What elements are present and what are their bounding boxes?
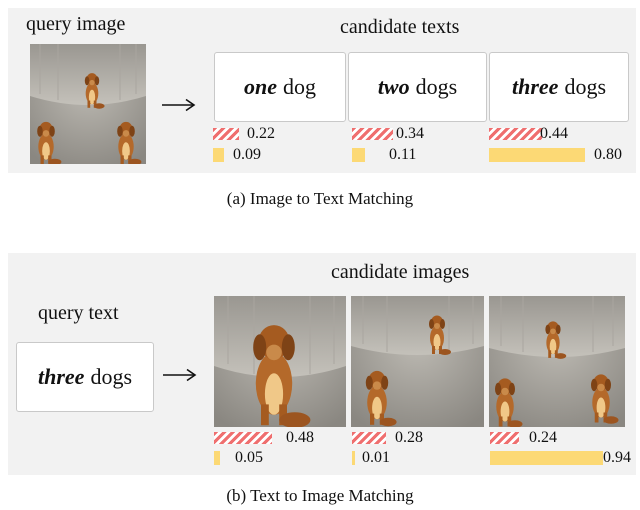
query-text-noun: dogs [90,364,132,389]
solid-score-bar [213,148,224,162]
arrow-right-icon [162,98,196,112]
candidate-text-noun: dogs [564,74,606,99]
candidate-text-noun: dogs [415,74,458,99]
candidate-text-count: three [511,74,559,99]
solid-score-value: 0.01 [362,449,390,466]
solid-score-bar [214,451,220,465]
hatched-score-value: 0.22 [247,125,275,142]
candidate-text-count: one [244,74,277,99]
candidate-texts-label: candidate texts [340,16,460,38]
solid-score-value: 0.09 [233,146,261,163]
candidate-text-count: two [377,74,410,99]
hatched-score-bar [489,128,542,140]
hatched-score-value: 0.48 [286,429,314,446]
solid-score-value: 0.94 [603,449,631,466]
arrow-right-icon [163,368,197,382]
solid-score-value: 0.11 [389,146,417,163]
query-image-label: query image [26,13,126,35]
hatched-score-bar [352,432,386,444]
hatched-score-value: 0.44 [540,125,568,142]
hatched-score-value: 0.34 [396,125,424,142]
query-text-label: query text [38,302,119,324]
candidate-image-three-dogs [489,296,625,427]
hatched-score-value: 0.28 [395,429,423,446]
candidate-text-noun: dog [283,74,316,99]
solid-score-bar [489,148,585,162]
hatched-score-value: 0.24 [529,429,557,446]
solid-score-bar [352,148,365,162]
hatched-score-bar [213,128,239,140]
query-image-three-dogs [30,44,146,164]
hatched-score-bar [352,128,393,140]
candidate-images-label: candidate images [331,261,470,283]
hatched-score-bar [214,432,272,444]
candidate-image-one-dog [214,296,346,427]
solid-score-bar [490,451,603,465]
query-text-count: three [37,364,85,389]
hatched-score-bar [490,432,519,444]
candidate-image-two-dogs [351,296,484,427]
solid-score-value: 0.80 [594,146,622,163]
caption-a: (a) Image to Text Matching [226,189,414,208]
solid-score-bar [352,451,355,465]
solid-score-value: 0.05 [235,449,263,466]
caption-b: (b) Text to Image Matching [226,486,414,505]
